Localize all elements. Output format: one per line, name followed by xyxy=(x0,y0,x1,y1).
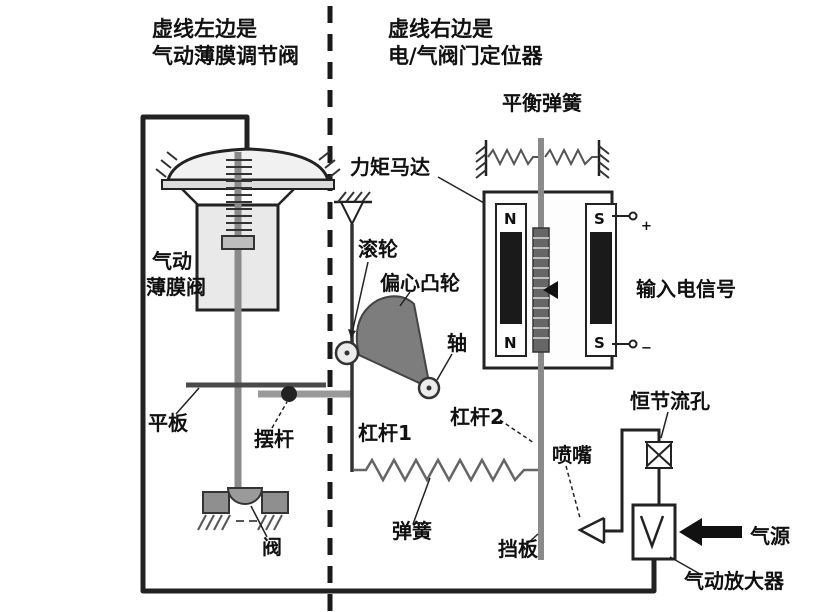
pole-s-top: S xyxy=(594,210,605,228)
label-eccentric-cam: 偏心凸轮 xyxy=(380,271,460,295)
label-diaphragm-valve-line1: 气动 xyxy=(151,249,192,273)
constant-orifice-symbol xyxy=(645,441,673,469)
amplifier-symbol xyxy=(639,515,665,550)
label-lever2: 杠杆2 xyxy=(450,405,504,429)
balance-spring-assembly xyxy=(475,140,610,179)
lever1-mount xyxy=(334,191,372,227)
signal-terminals: + − xyxy=(612,211,652,356)
title-right-line1: 虚线右边是 xyxy=(388,17,493,41)
actuator-clamp-ticks xyxy=(155,151,341,178)
diaphragm-actuator xyxy=(155,147,341,312)
label-roller: 滚轮 xyxy=(358,237,398,261)
air-signal-pipe-loop xyxy=(140,114,657,594)
stem-gland xyxy=(221,235,255,250)
label-torque-motor: 力矩马达 xyxy=(350,155,430,179)
title-left-line1: 虚线左边是 xyxy=(152,17,257,41)
feedback-spring xyxy=(354,457,540,483)
label-swing-rod: 摆杆 xyxy=(254,427,294,451)
pole-n-bottom: N xyxy=(504,334,517,352)
seat-hatching xyxy=(197,514,283,531)
terminal-plus-sign: + xyxy=(641,219,652,234)
label-valve: 阀 xyxy=(262,535,282,559)
label-spring: 弹簧 xyxy=(392,519,432,543)
eccentric-cam xyxy=(355,295,432,390)
title-left-line2: 气动薄膜调节阀 xyxy=(151,44,299,68)
leader-lines xyxy=(175,176,701,575)
armature-coil xyxy=(532,227,558,353)
nozzle xyxy=(577,516,606,545)
label-lever1: 杠杆1 xyxy=(358,421,412,445)
torque-motor-poles: N N S S xyxy=(495,203,617,357)
label-shaft: 轴 xyxy=(447,331,467,355)
armature-arrow xyxy=(543,281,558,299)
air-source-arrow xyxy=(679,518,742,546)
title-right-line2: 电/气阀门定位器 xyxy=(388,44,544,68)
pole-n-top: N xyxy=(504,210,517,228)
valve-plug-assembly xyxy=(197,487,289,531)
label-flapper: 挡板 xyxy=(498,537,539,561)
cam-shaft-dot xyxy=(426,385,432,391)
label-diaphragm-valve-line2: 薄膜阀 xyxy=(146,275,206,299)
label-flat-plate: 平板 xyxy=(148,411,189,435)
label-air-source: 气源 xyxy=(749,524,790,548)
label-balance-spring: 平衡弹簧 xyxy=(502,91,582,115)
nozzle-backpressure-pipe xyxy=(604,428,661,533)
roller-center-dot xyxy=(344,350,350,356)
terminal-minus-sign: − xyxy=(641,341,652,356)
swing-rod-pivot xyxy=(281,386,297,402)
label-constant-orifice: 恒节流孔 xyxy=(630,389,710,413)
spring-wall-hatching xyxy=(475,145,610,179)
label-nozzle: 喷嘴 xyxy=(552,443,592,467)
stem-spring-coils xyxy=(226,159,252,231)
label-pneumatic-amplifier: 气动放大器 xyxy=(683,569,785,593)
pole-s-bottom: S xyxy=(594,334,605,352)
label-input-signal: 输入电信号 xyxy=(636,277,736,301)
pneumatic-amplifier-box xyxy=(631,503,677,561)
